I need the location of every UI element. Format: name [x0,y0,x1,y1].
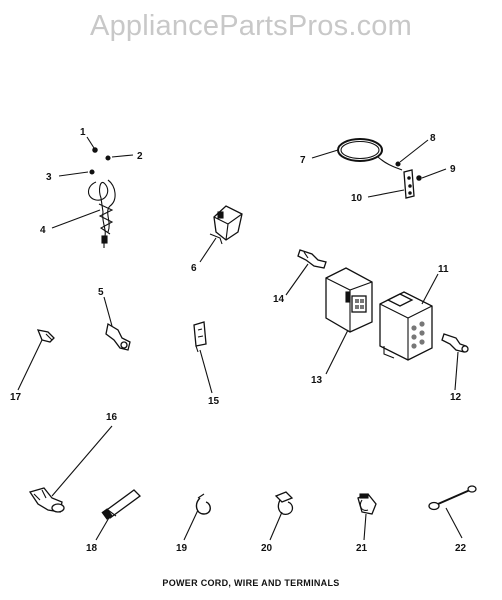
callout-2: 2 [137,151,143,162]
callout-9: 9 [450,164,456,175]
callout-17: 17 [10,392,22,403]
callout-18: 18 [86,543,98,554]
diagram-caption: POWER CORD, WIRE AND TERMINALS [162,578,340,588]
callout-15: 15 [208,396,220,407]
callout-13: 13 [311,375,323,386]
part-wire-loop [337,138,422,199]
part-clip-15 [193,321,207,353]
callout-16: 16 [106,412,118,423]
part-rod-terminal-22 [428,485,477,511]
part-clamp-21 [357,493,377,515]
callout-8: 8 [430,133,436,144]
part-connector-13 [325,267,373,333]
callout-20: 20 [261,543,273,554]
part-bracket [209,205,243,245]
callout-4: 4 [40,225,46,236]
callout-11: 11 [438,264,449,275]
part-terminal-5 [105,322,131,351]
callout-19: 19 [176,543,188,554]
part-sleeve-18 [101,489,141,520]
part-terminal-12 [441,333,469,353]
callout-3: 3 [46,172,52,183]
callout-numbers: 1 2 3 4 5 6 7 8 9 10 11 12 13 14 15 16 1… [10,127,467,554]
callout-10: 10 [351,193,363,204]
callout-14: 14 [273,294,285,305]
part-clip-19 [195,493,211,515]
part-terminal-17 [36,329,55,343]
part-clip-20 [274,491,294,515]
callout-22: 22 [455,543,467,554]
part-ring-terminal-16 [28,487,65,513]
callout-6: 6 [191,263,197,274]
part-terminal-14 [297,249,327,269]
callout-7: 7 [300,155,306,166]
callout-12: 12 [450,392,462,403]
watermark-logo: AppliancePartsPros.com [90,10,412,42]
callout-21: 21 [356,543,368,554]
leader-lines [17,136,463,541]
callout-1: 1 [80,127,86,138]
part-power-cord [87,147,116,248]
part-connector-11 [379,291,433,361]
callout-5: 5 [98,287,104,298]
